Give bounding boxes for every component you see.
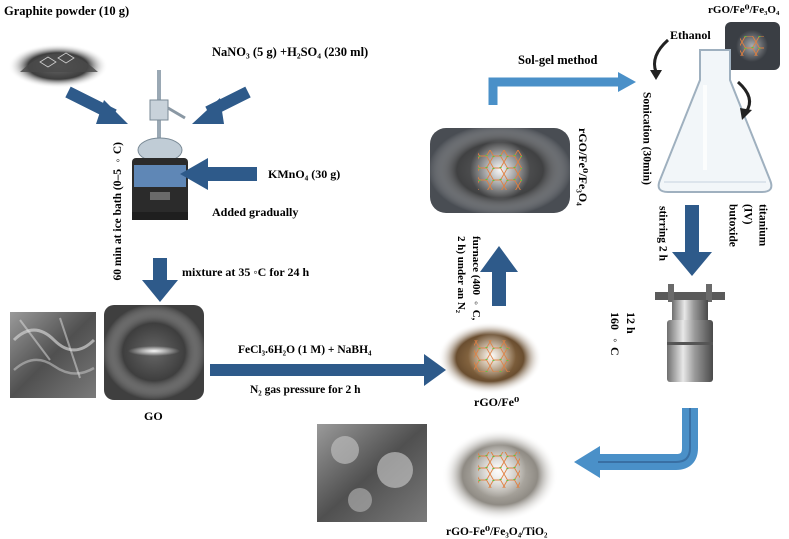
arrow-reactor-to-go (142, 258, 178, 302)
erlenmeyer-flask-image (657, 49, 773, 193)
arrow-kmno4-to-reactor (180, 158, 257, 190)
arrow-acid-to-reactor (192, 86, 251, 124)
label-furnace-line1: furnace (400 ◦C, (470, 236, 483, 321)
label-furnace-line2: 2 h) under an N₂ (455, 236, 468, 314)
arrow-go-to-rgo-fe (210, 354, 446, 386)
label-sonication: Sonication (30min) (640, 92, 653, 185)
rgo-fe-fe3o4-small-image (725, 22, 780, 70)
final-powder-image (442, 429, 558, 521)
go-powder-image (102, 304, 206, 400)
label-12h: 12 h (624, 312, 639, 334)
arrow-curve-ethanol (650, 38, 670, 80)
label-final-product: rGO-Fe⁰/Fe₃O₄/TiO₂ (446, 526, 548, 538)
arrow-solgel (488, 72, 636, 105)
arrow-rgo-fe-to-fe3o4 (480, 246, 518, 306)
label-go: GO (144, 409, 163, 423)
reaction-apparatus-image (132, 70, 188, 220)
arrow-autoclave-to-final (574, 408, 698, 478)
graphite-powder-image (8, 44, 108, 88)
go-sem-image (10, 312, 96, 398)
label-kmno4: KMnO₄ (30 g) (268, 167, 341, 181)
arrow-graphite-to-reactor (65, 86, 128, 124)
autoclave-image (655, 284, 725, 382)
label-butoxide: butoxide (726, 204, 739, 247)
label-n2-gas-pressure: N₂ gas pressure for 2 h (250, 384, 361, 396)
rgo-fe-fe3o4-powder-image (428, 124, 572, 216)
label-fecl3-nabh4: FeCl₃.6H₂O (1 M) + NaBH₄ (238, 344, 372, 356)
label-ice-bath: 60 min at ice bath (0–5 ◦C) (112, 142, 124, 281)
label-graphite-powder: Graphite powder (10 g) (4, 4, 130, 18)
arrow-flask-to-autoclave (672, 205, 712, 276)
label-rgo-fe-fe3o4-top: rGO/Fe⁰/Fe₃O₄ (708, 4, 780, 16)
label-stirring: stirring 2 h (656, 206, 669, 261)
label-added-gradually: Added gradually (212, 205, 299, 219)
final-sem-image (317, 424, 427, 522)
label-rgo-fe: rGO/Fe⁰ (474, 395, 520, 409)
label-sol-gel: Sol-gel method (518, 53, 598, 67)
label-iv: (IV) (741, 204, 754, 225)
rgo-fe-powder-image (438, 322, 542, 394)
arrow-curve-right (736, 80, 752, 120)
label-nano3-h2so4: NaNO₃ (5 g) +H₂SO₄ (230 ml) (212, 45, 369, 59)
label-titanium: titanium (756, 204, 769, 247)
label-ethanol: Ethanol (670, 28, 711, 42)
label-rgo-fe-fe3o4-side: rGO/Fe⁰/Fe₃O₄ (576, 128, 591, 206)
label-mixture-35c: mixture at 35 ◦C for 24 h (182, 265, 310, 279)
label-160c: 160 ◦C (608, 312, 623, 356)
